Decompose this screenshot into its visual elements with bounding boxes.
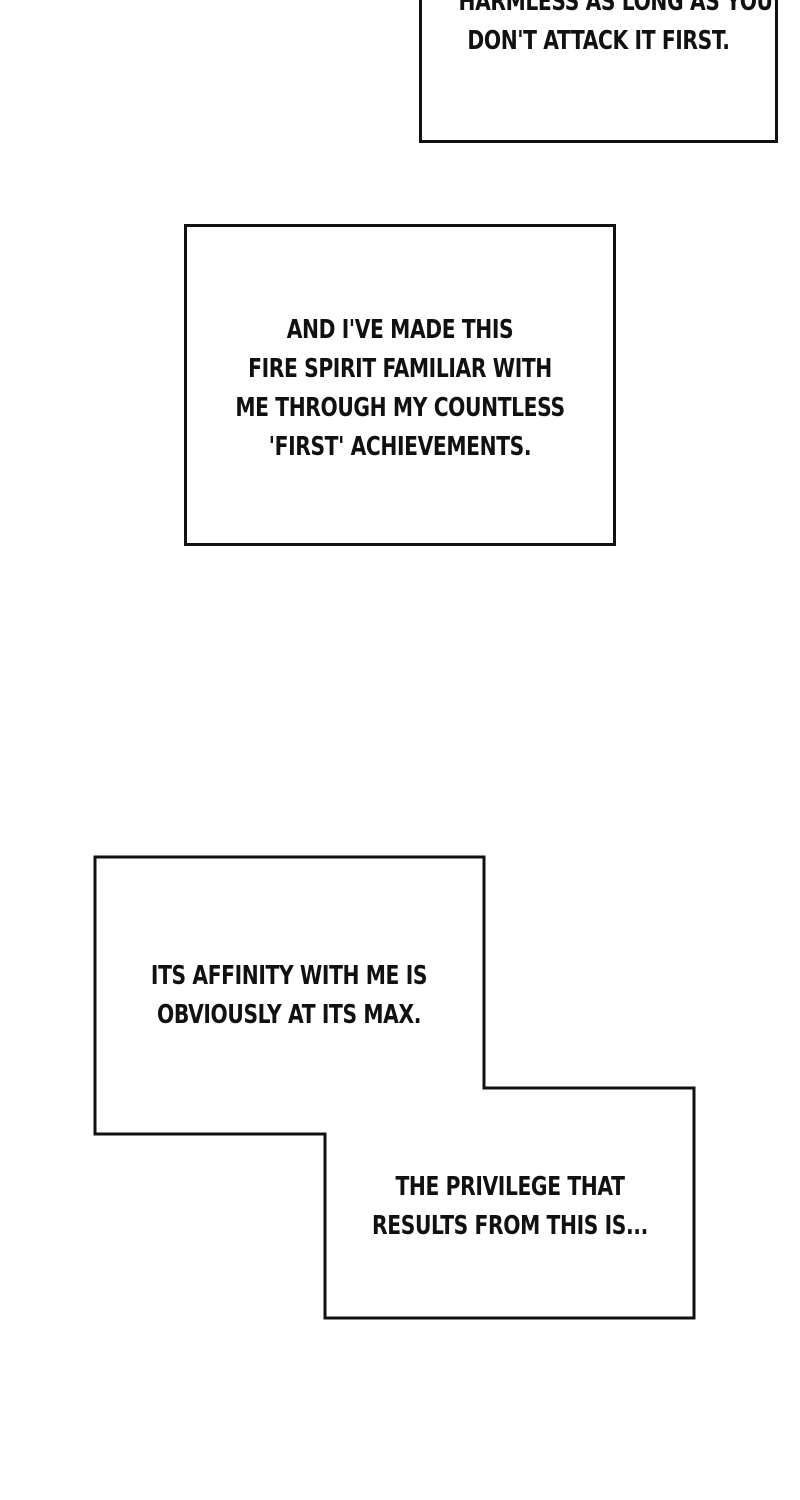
caption-line: 'FIRST' ACHIEVEMENTS. bbox=[268, 432, 532, 462]
caption-box-1 bbox=[419, 0, 778, 143]
caption-line: HARMLESS AS LONG AS YOU bbox=[458, 0, 773, 17]
caption-box-2 bbox=[184, 224, 616, 546]
caption-line: DON'T ATTACK IT FIRST. bbox=[467, 26, 730, 56]
caption-line: RESULTS FROM THIS IS... bbox=[372, 1211, 648, 1241]
caption-line: ITS AFFINITY WITH ME IS bbox=[150, 961, 428, 991]
caption-text-3: ITS AFFINITY WITH ME IS OBVIOUSLY AT ITS… bbox=[137, 957, 441, 1035]
caption-text-4: THE PRIVILEGE THAT RESULTS FROM THIS IS.… bbox=[365, 1168, 655, 1246]
caption-line: THE PRIVILEGE THAT bbox=[395, 1172, 625, 1202]
caption-line: FIRE SPIRIT FAMILIAR WITH bbox=[248, 354, 552, 384]
caption-text-2: AND I'VE MADE THIS FIRE SPIRIT FAMILIAR … bbox=[232, 311, 569, 467]
caption-line: AND I'VE MADE THIS bbox=[286, 315, 514, 345]
caption-line: ME THROUGH MY COUNTLESS bbox=[235, 393, 565, 423]
caption-text-1: HARMLESS AS LONG AS YOU DON'T ATTACK IT … bbox=[458, 0, 773, 61]
caption-line: OBVIOUSLY AT ITS MAX. bbox=[156, 1000, 422, 1030]
stepped-box-outline bbox=[93, 855, 696, 1320]
